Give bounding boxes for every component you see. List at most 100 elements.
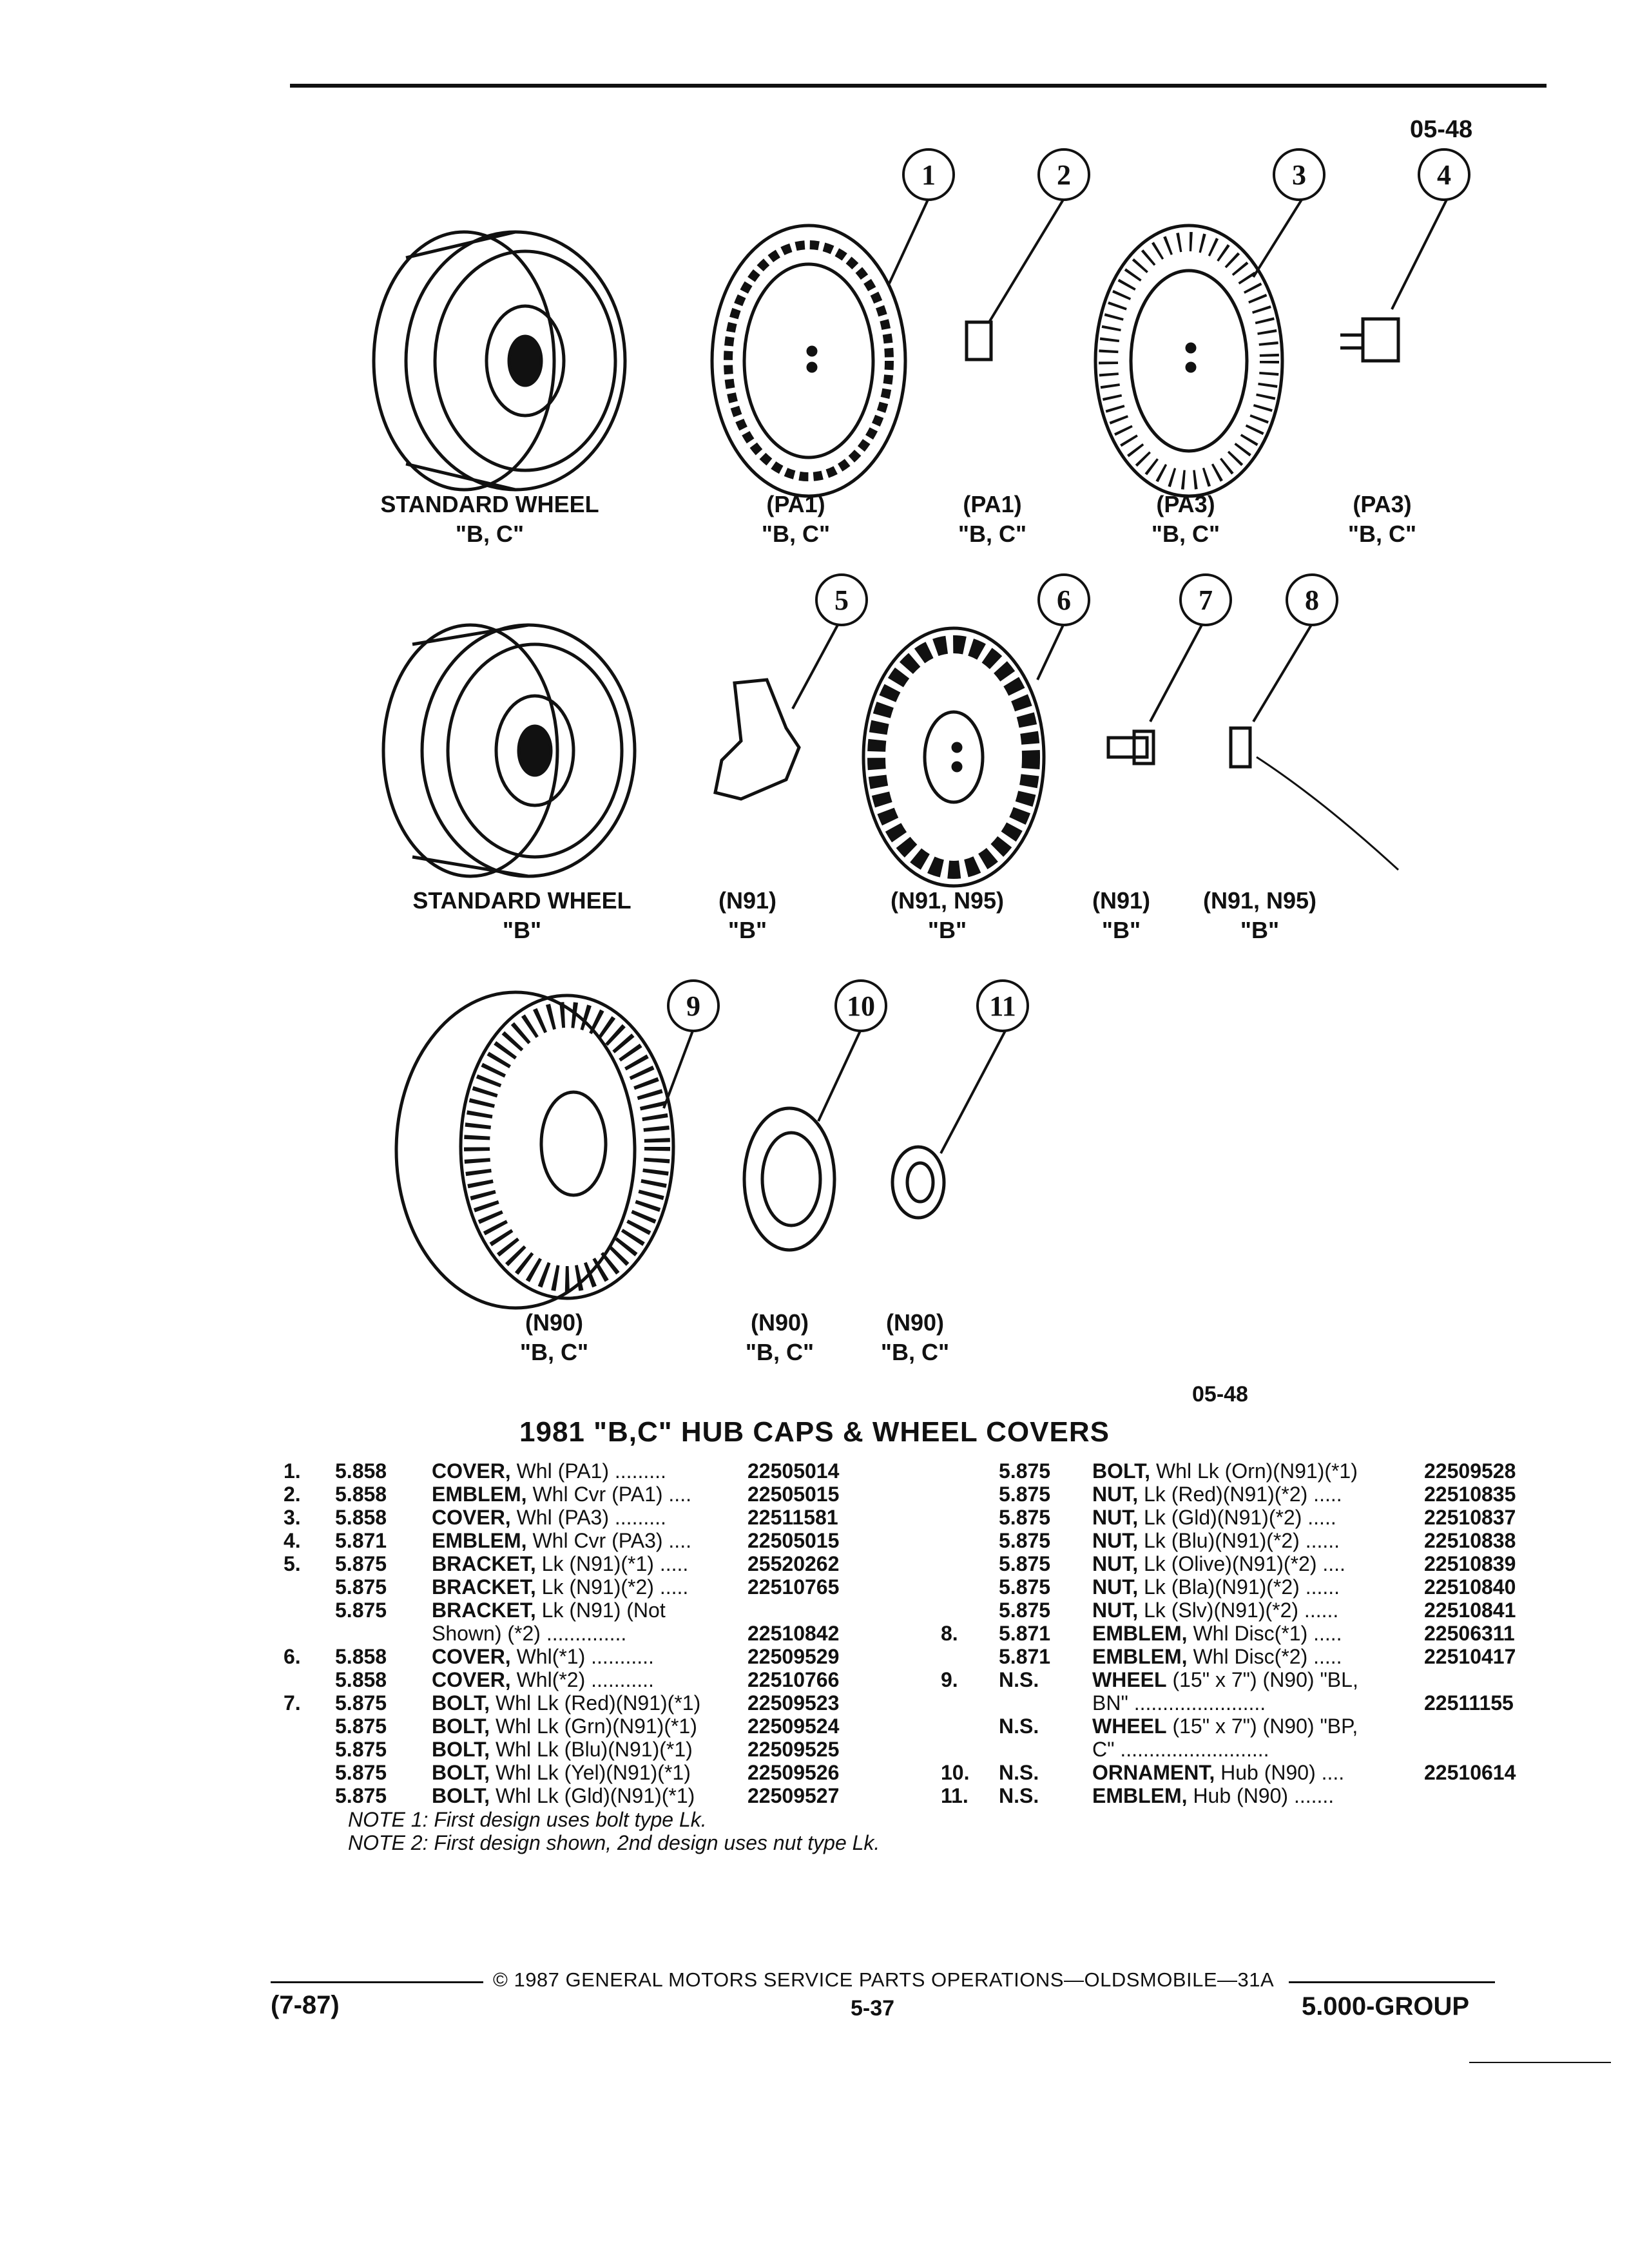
part-name: COVER, xyxy=(432,1506,511,1529)
footer-copyright: © 1987 GENERAL MOTORS SERVICE PARTS OPER… xyxy=(493,1968,1275,1991)
part-name: EMBLEM, xyxy=(432,1529,527,1552)
footer-rule-left xyxy=(271,1981,483,1983)
part-number: 22510838 xyxy=(1424,1529,1516,1552)
part-spec: Lk (N91) (Not xyxy=(535,1599,666,1622)
part-spec: Hub (N90) .... xyxy=(1215,1761,1345,1784)
part-row: 10.N.S.ORNAMENT, Hub (N90) ....22510614 xyxy=(928,1761,1547,1784)
part-description: NUT, Lk (Bla)(N91)(*2) ...... xyxy=(1092,1575,1340,1599)
part-name: NUT, xyxy=(1092,1529,1139,1552)
part-row: 9.N.S.WHEEL (15" x 7") (N90) "BL, xyxy=(928,1668,1547,1691)
part-spec: Lk (N91)(*2) ..... xyxy=(535,1575,689,1599)
styled-wheel-icon xyxy=(394,990,675,1310)
bottom-edge-rule xyxy=(1469,2062,1611,2063)
emblem-disc-icon xyxy=(1229,726,1252,769)
lock-bracket-icon xyxy=(713,678,801,801)
standard-wheel-icon-1 xyxy=(372,230,627,492)
hub-emblem-icon xyxy=(891,1145,946,1220)
caption-7: (N91)"B" xyxy=(1092,887,1151,943)
footer-group: 5.000-GROUP xyxy=(1302,1992,1470,2021)
part-ref-number: 7. xyxy=(284,1691,301,1715)
part-description: C" .......................... xyxy=(1092,1738,1269,1761)
footer-date: (7-87) xyxy=(271,1991,340,2019)
part-row: Shown) (*2) .............. 22510842 xyxy=(284,1622,947,1645)
part-description: NUT, Lk (Blu)(N91)(*2) ...... xyxy=(1092,1529,1340,1552)
part-description: NUT, Lk (Slv)(N91)(*2) ...... xyxy=(1092,1599,1338,1622)
part-name: ORNAMENT, xyxy=(1092,1761,1215,1784)
part-number: 22511581 xyxy=(747,1506,838,1529)
part-name: BOLT, xyxy=(432,1691,490,1715)
callout-4: 4 xyxy=(1418,148,1470,201)
part-name: EMBLEM, xyxy=(1092,1622,1188,1645)
part-description: Shown) (*2) .............. xyxy=(432,1622,626,1645)
part-number: 22510765 xyxy=(747,1575,840,1599)
part-ref-number: 8. xyxy=(941,1622,958,1645)
part-name: BRACKET, xyxy=(432,1599,536,1622)
caption-standard-wheel-1: STANDARD WHEEL"B, C" xyxy=(380,491,599,547)
caption-6: (N91, N95)"B" xyxy=(890,887,1005,943)
part-number: 22510417 xyxy=(1424,1645,1516,1668)
part-number: 22509524 xyxy=(747,1715,840,1738)
part-name: EMBLEM, xyxy=(1092,1784,1188,1807)
part-name: NUT, xyxy=(1092,1483,1139,1506)
part-spec: Whl Lk (Gld)(N91)(*1) xyxy=(490,1784,695,1807)
part-number: 22510842 xyxy=(747,1622,840,1645)
standard-wheel-icon-2 xyxy=(381,623,637,878)
part-description: WHEEL (15" x 7") (N90) "BL, xyxy=(1092,1668,1358,1691)
part-description: COVER, Whl (PA1) ......... xyxy=(432,1459,666,1483)
part-name: NUT, xyxy=(1092,1552,1139,1575)
part-name: BOLT, xyxy=(432,1715,490,1738)
page-title: 1981 "B,C" HUB CAPS & WHEEL COVERS xyxy=(519,1416,1110,1448)
caption-3: (PA3)"B, C" xyxy=(1151,491,1220,547)
part-ref-number: 9. xyxy=(941,1668,958,1691)
caption-8: (N91, N95)"B" xyxy=(1202,887,1317,943)
part-spec: Whl(*1) ........... xyxy=(510,1645,654,1668)
part-group-number: 5.875 xyxy=(335,1784,387,1807)
part-group-number: 5.875 xyxy=(335,1575,387,1599)
part-name: NUT, xyxy=(1092,1599,1139,1622)
part-spec: Whl Lk (Grn)(N91)(*1) xyxy=(490,1715,697,1738)
part-spec: Whl Cvr (PA3) .... xyxy=(526,1529,691,1552)
footer-rule-right xyxy=(1289,1981,1495,1983)
part-group-number: 5.875 xyxy=(999,1599,1051,1622)
callout-2: 2 xyxy=(1037,148,1090,201)
part-description: NUT, Lk (Gld)(N91)(*2) ..... xyxy=(1092,1506,1336,1529)
part-spec: Lk (Slv)(N91)(*2) ...... xyxy=(1138,1599,1339,1622)
part-description: EMBLEM, Whl Disc(*2) ..... xyxy=(1092,1645,1342,1668)
part-row: 11.N.S.EMBLEM, Hub (N90) ....... xyxy=(928,1784,1547,1807)
part-spec: BN" ....................... xyxy=(1092,1691,1266,1715)
part-description: COVER, Whl (PA3) ......... xyxy=(432,1506,666,1529)
note-2: NOTE 2: First design shown, 2nd design u… xyxy=(348,1831,880,1854)
part-spec: Lk (Gld)(N91)(*2) ..... xyxy=(1138,1506,1336,1529)
part-spec: Lk (Blu)(N91)(*2) ...... xyxy=(1138,1529,1340,1552)
part-group-number: 5.875 xyxy=(999,1459,1051,1483)
part-spec: Whl Lk (Blu)(N91)(*1) xyxy=(490,1738,693,1761)
part-number: 22510837 xyxy=(1424,1506,1516,1529)
part-number: 22510839 xyxy=(1424,1552,1516,1575)
part-number: 22509528 xyxy=(1424,1459,1516,1483)
part-spec: Lk (N91)(*1) ..... xyxy=(535,1552,689,1575)
part-number: 22509526 xyxy=(747,1761,840,1784)
page-code-bottom: 05-48 xyxy=(1192,1382,1248,1407)
part-group-number: 5.858 xyxy=(335,1645,387,1668)
part-group-number: 5.858 xyxy=(335,1459,387,1483)
part-group-number: 5.858 xyxy=(335,1483,387,1506)
part-group-number: 5.875 xyxy=(999,1552,1051,1575)
part-ref-number: 5. xyxy=(284,1552,301,1575)
part-name: BOLT, xyxy=(432,1784,490,1807)
part-group-number: 5.871 xyxy=(999,1622,1051,1645)
caption-4: (PA3)"B, C" xyxy=(1347,491,1417,547)
part-spec: Whl Cvr (PA1) .... xyxy=(526,1483,691,1506)
part-number: 22510614 xyxy=(1424,1761,1516,1784)
part-number: 22506311 xyxy=(1424,1622,1515,1645)
part-name: BRACKET, xyxy=(432,1552,536,1575)
